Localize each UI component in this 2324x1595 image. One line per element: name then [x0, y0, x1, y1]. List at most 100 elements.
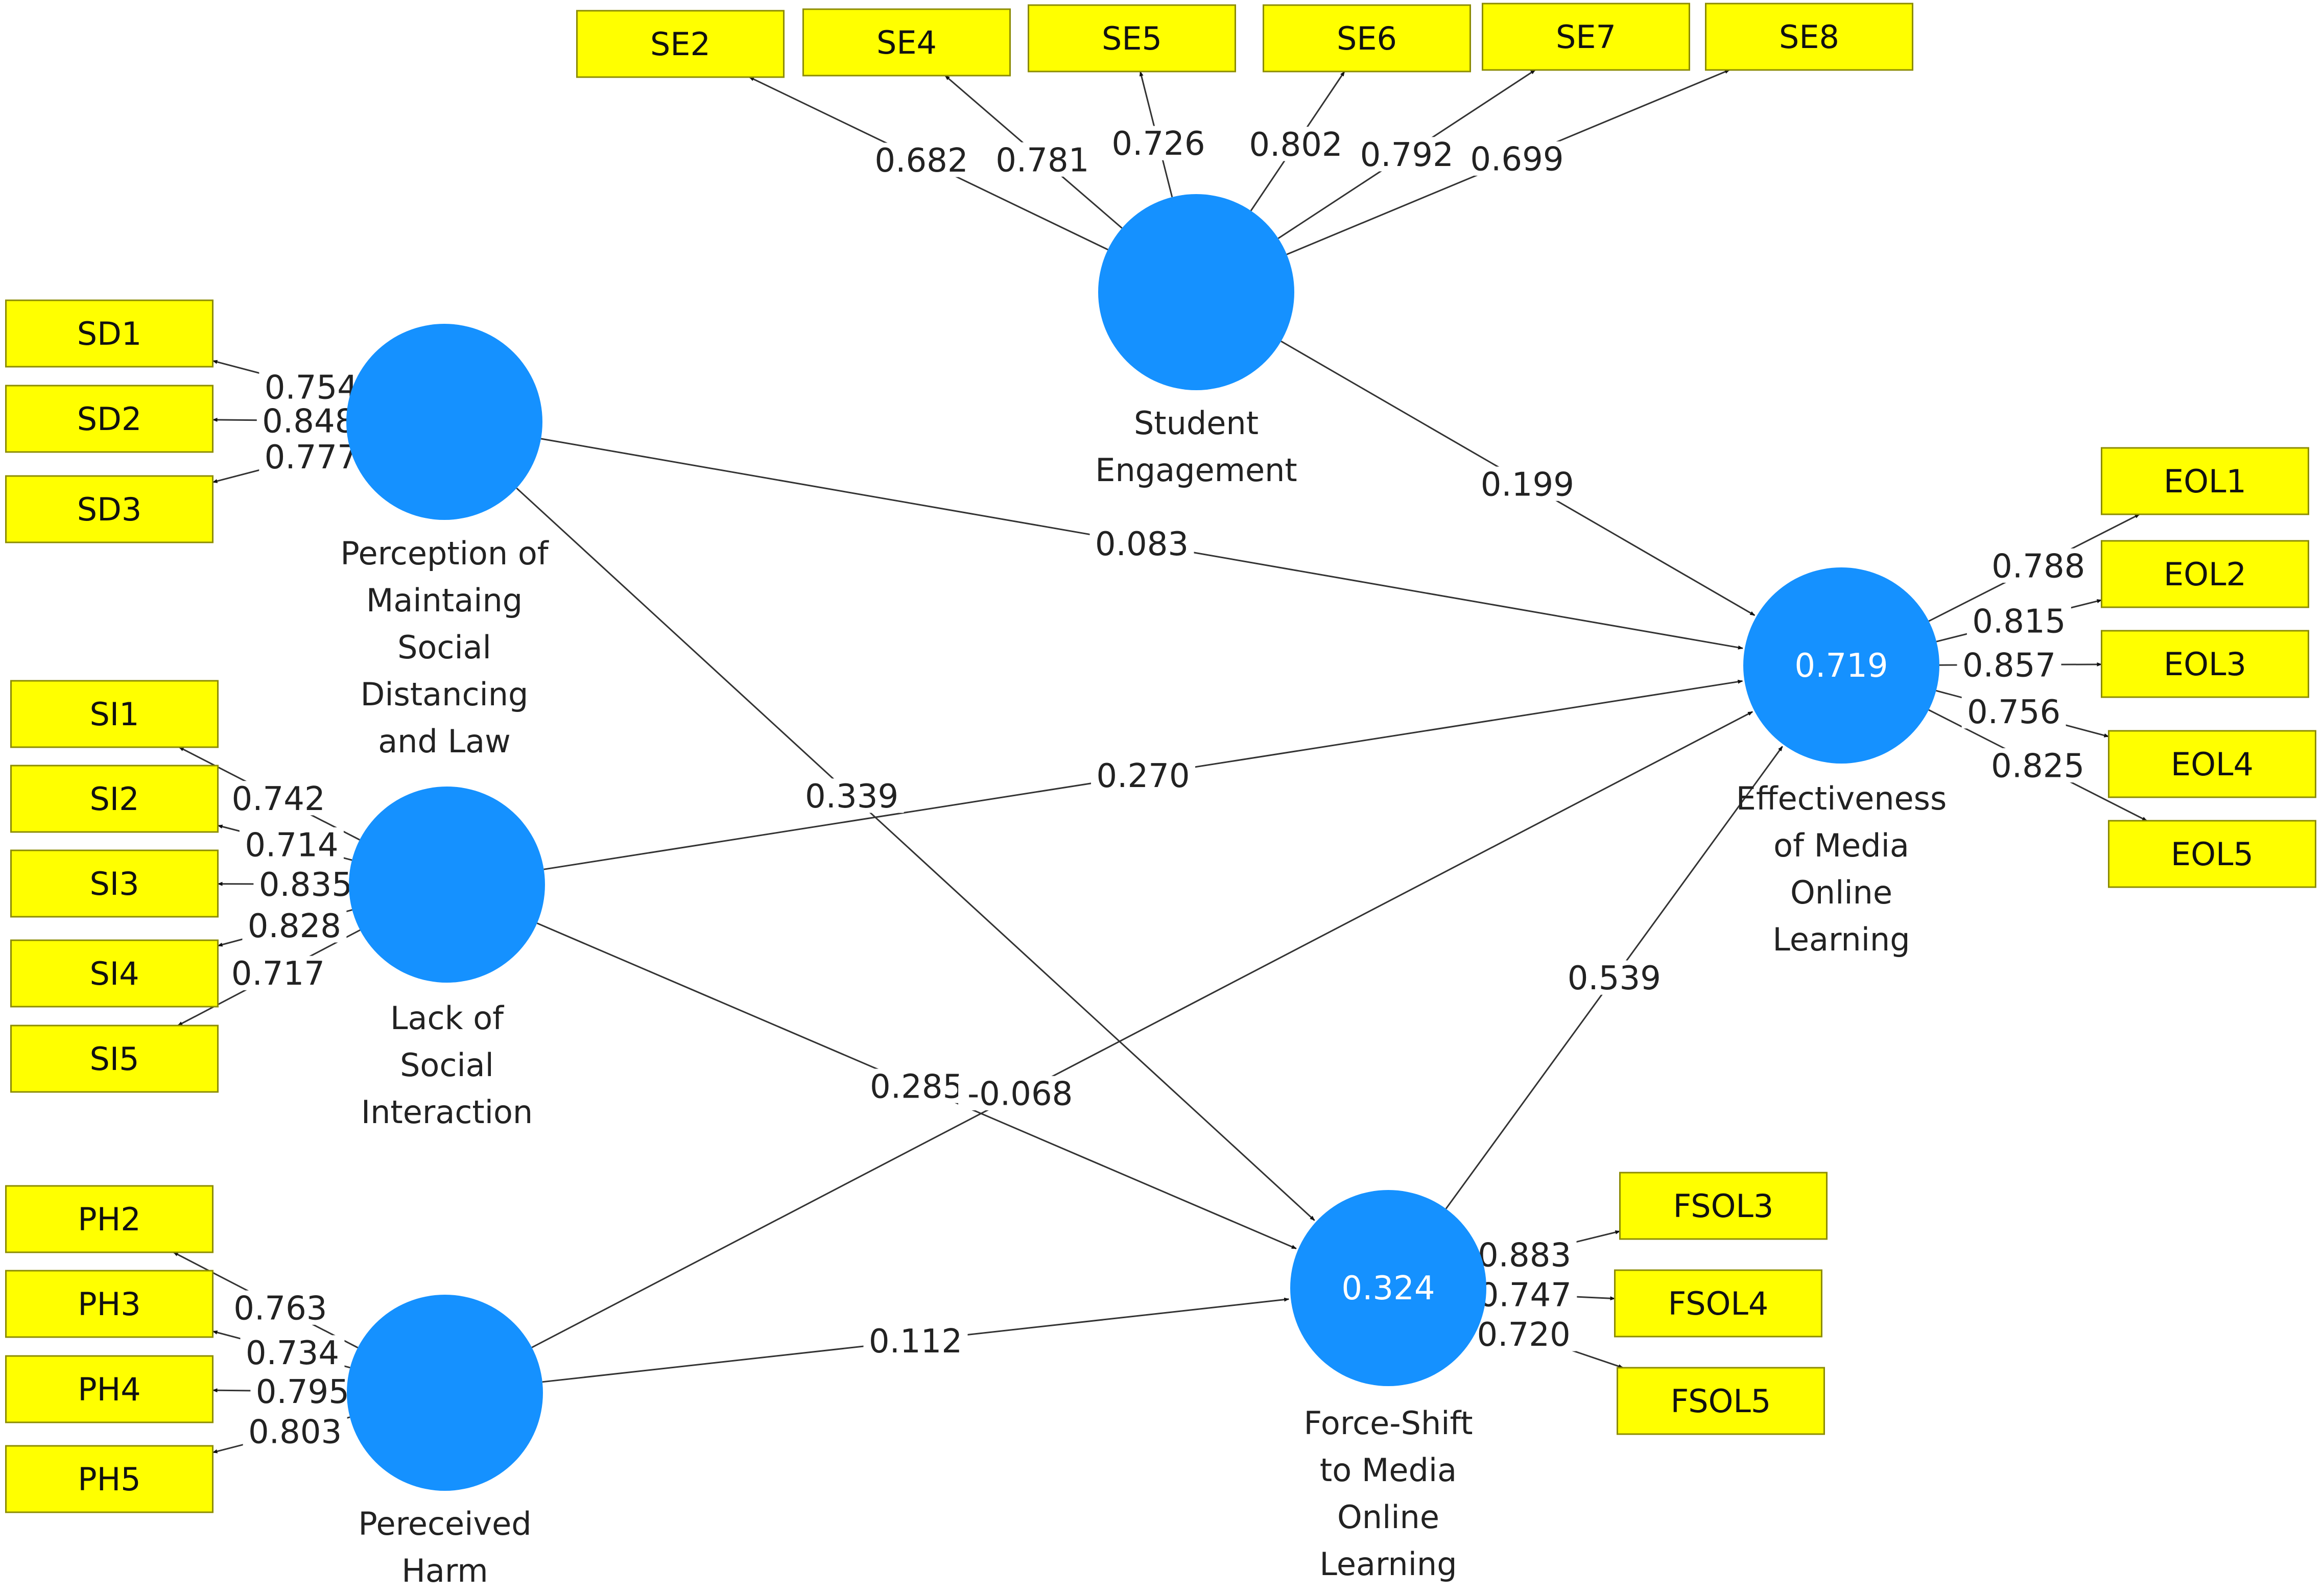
indicator-label: FSOL3 — [1673, 1187, 1774, 1225]
construct-label-line: of Media — [1773, 827, 1909, 864]
indicator-box — [576, 10, 785, 78]
indicator-label: PH4 — [78, 1371, 140, 1408]
loading-value-si5-bg — [226, 956, 330, 990]
indicator-eol1[interactable]: EOL1 — [2101, 447, 2309, 515]
loading-value-si4-bg — [242, 908, 347, 943]
indicator-box — [2108, 730, 2316, 798]
indicator-label: SI2 — [89, 780, 139, 818]
indicator-label: SE4 — [876, 24, 937, 61]
construct-circle — [1098, 194, 1294, 390]
indicator-label: PH2 — [78, 1201, 140, 1238]
indicator-si1[interactable]: SI1 — [10, 680, 219, 748]
indicator-box — [10, 765, 219, 833]
construct-sd[interactable]: Perception ofMaintaingSocialDistancingan… — [340, 324, 550, 760]
indicator-sd3[interactable]: SD3 — [5, 475, 214, 543]
construct-label-line: Engagement — [1095, 451, 1297, 489]
path-coefficient-sd-to-fsol-bg — [799, 778, 904, 813]
weight-labels-layer: 0.1990.0830.3390.2700.285-0.0680.1120.53… — [226, 125, 2091, 1451]
indicator-fsol4[interactable]: FSOL4 — [1614, 1269, 1822, 1338]
indicator-ph5[interactable]: PH5 — [5, 1445, 214, 1513]
loading-value-fsol5-bg — [1472, 1317, 1576, 1351]
r-squared-value: 0.324 — [1341, 1270, 1435, 1307]
path-coefficient-ph-to-fsol-bg — [863, 1323, 968, 1358]
loading-value-si3-bg — [253, 867, 358, 901]
construct-circle — [347, 1295, 543, 1491]
indicator-label: SE2 — [650, 26, 710, 63]
loading-value-se8: 0.699 — [1470, 140, 1563, 178]
loading-value-si2-bg — [239, 827, 344, 862]
path-ph-to-eol — [531, 711, 1753, 1348]
construct-label-line: and Law — [378, 723, 511, 760]
indicator-sd2[interactable]: SD2 — [5, 385, 214, 453]
loading-value-fsol4-bg — [1473, 1277, 1577, 1312]
loading-value-ph5: 0.803 — [248, 1414, 342, 1451]
indicator-si4[interactable]: SI4 — [10, 939, 219, 1008]
loading-value-sd3: 0.777 — [265, 439, 358, 477]
construct-label-line: Interaction — [361, 1093, 533, 1131]
indicator-label: SI4 — [89, 955, 139, 992]
loading-value-se4: 0.781 — [995, 141, 1089, 179]
indicator-label: SD2 — [77, 400, 142, 438]
loading-value-fsol4: 0.747 — [1478, 1276, 1572, 1314]
indicator-se4[interactable]: SE4 — [802, 8, 1011, 77]
construct-label-line: Pereceived — [358, 1505, 531, 1542]
indicator-eol5[interactable]: EOL5 — [2108, 820, 2316, 888]
loading-value-si5: 0.717 — [231, 955, 325, 993]
indicator-label: SI1 — [89, 696, 139, 733]
indicator-fsol3[interactable]: FSOL3 — [1619, 1172, 1828, 1240]
indicator-sd1[interactable]: SD1 — [5, 299, 214, 368]
indicator-se7[interactable]: SE7 — [1482, 3, 1690, 71]
indicator-si3[interactable]: SI3 — [10, 849, 219, 918]
loading-value-eol2-bg — [1966, 603, 2071, 638]
indicator-ph2[interactable]: PH2 — [5, 1185, 214, 1253]
loading-value-si3: 0.835 — [259, 866, 352, 904]
path-coefficient-si-to-fsol: 0.285 — [870, 1068, 963, 1106]
indicator-ph4[interactable]: PH4 — [5, 1355, 214, 1423]
indicator-box — [1705, 3, 1913, 71]
indicator-eol4[interactable]: EOL4 — [2108, 730, 2316, 798]
indicator-label: FSOL5 — [1671, 1383, 1771, 1420]
loading-value-sd3-bg — [259, 439, 364, 474]
construct-label-line: Online — [1337, 1498, 1439, 1536]
path-coefficient-si-to-fsol-bg — [864, 1068, 969, 1103]
indicator-si2[interactable]: SI2 — [10, 765, 219, 833]
indicator-label: EOL1 — [2164, 463, 2246, 500]
indicator-label: FSOL4 — [1668, 1285, 1769, 1322]
path-coefficient-sd-to-fsol: 0.339 — [805, 778, 898, 816]
construct-circle — [346, 324, 542, 520]
indicator-label: SE7 — [1556, 18, 1616, 56]
indicator-eol3[interactable]: EOL3 — [2101, 630, 2309, 698]
indicator-box — [1263, 4, 1471, 73]
loading-value-si1: 0.742 — [231, 780, 325, 818]
loading-value-se6-bg — [1244, 127, 1348, 161]
path-arrow — [516, 487, 1315, 1221]
indicator-label: EOL4 — [2171, 746, 2254, 783]
indicator-ph3[interactable]: PH3 — [5, 1270, 214, 1338]
loading-value-si4: 0.828 — [248, 908, 341, 945]
loading-value-si1-bg — [226, 781, 331, 816]
indicator-se5[interactable]: SE5 — [1028, 4, 1236, 73]
construct-label-line: Perception of — [340, 535, 549, 572]
indicator-box — [1617, 1367, 1825, 1435]
indicator-se8[interactable]: SE8 — [1705, 3, 1913, 71]
indicator-eol2[interactable]: EOL2 — [2101, 540, 2309, 608]
indicator-box — [2101, 630, 2309, 698]
r-squared-value: 0.719 — [1794, 647, 1888, 685]
indicator-fsol5[interactable]: FSOL5 — [1617, 1367, 1825, 1435]
indicator-se6[interactable]: SE6 — [1263, 4, 1471, 73]
indicator-si5[interactable]: SI5 — [10, 1025, 219, 1093]
indicator-se2[interactable]: SE2 — [576, 10, 785, 78]
loading-value-se4-bg — [990, 142, 1095, 177]
path-coefficient-si-to-eol-bg — [1091, 758, 1196, 793]
construct-label-line: Lack of — [390, 999, 505, 1037]
indicator-box — [2108, 820, 2316, 888]
construct-label-line: Maintaing — [366, 582, 523, 619]
loading-value-ph3-bg — [240, 1335, 345, 1370]
